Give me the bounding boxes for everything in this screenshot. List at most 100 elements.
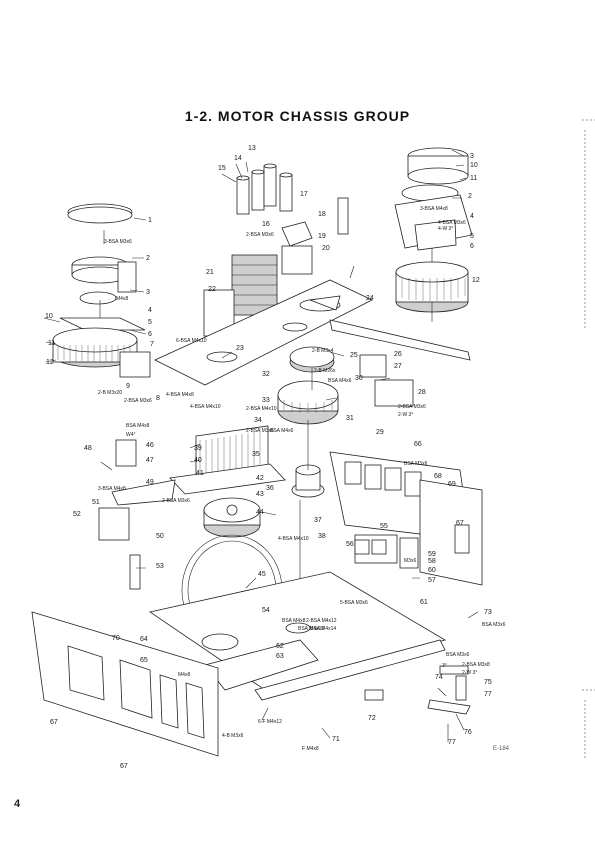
part-label: 10	[45, 313, 53, 320]
part-label: 66	[414, 441, 422, 448]
part-label: 70	[112, 635, 120, 642]
part-label: 35	[252, 451, 260, 458]
part-label: 19	[318, 233, 326, 240]
part-label: 65	[140, 657, 148, 664]
part-label: 24	[366, 295, 374, 302]
screw-label: 2-W 3°	[462, 670, 477, 676]
screw-label: 3-BSA M4x8	[98, 486, 126, 492]
screw-label: BSA M4x14	[310, 626, 336, 632]
part-label: 1	[148, 217, 152, 224]
part-label: 42	[256, 475, 264, 482]
part-label: 9	[126, 383, 130, 390]
screw-label: 2-BSA M3x6	[398, 404, 426, 410]
part-label: 7	[150, 341, 154, 348]
part-label: 68	[434, 473, 442, 480]
screw-label: 2-BSA M3x6	[162, 498, 190, 504]
part-label: 67	[120, 763, 128, 770]
screw-label: M4x8	[116, 296, 128, 302]
part-label: 63	[276, 653, 284, 660]
screw-label: M3x6	[404, 558, 416, 564]
figure-code: E-184	[493, 746, 510, 752]
part-label: 53	[156, 563, 164, 570]
part-label: 69	[448, 481, 456, 488]
part-label: 37	[314, 517, 322, 524]
part-label: 10	[470, 162, 478, 169]
front-panel	[31, 611, 219, 757]
part-label: 12	[472, 277, 480, 284]
screw-label: 4-BSA M3x6	[438, 220, 466, 226]
part-label: 54	[262, 607, 270, 614]
part-label: 73	[484, 609, 492, 616]
part-label: 55	[380, 523, 388, 530]
part-label: 30	[355, 375, 363, 382]
part-label: 77	[448, 739, 456, 746]
part-label: 5	[470, 233, 474, 240]
part-label: 45	[258, 571, 266, 578]
part-label: 46	[146, 442, 154, 449]
part-label: 16	[262, 221, 270, 228]
lower-right-parts	[427, 665, 471, 715]
part-label: 71	[332, 736, 340, 743]
screw-label: BSA M4x12	[298, 626, 324, 632]
screw-label: 2-B M3x20	[98, 390, 122, 396]
part-label: 5	[148, 319, 152, 326]
screw-label: 2-BSA M3x6	[246, 428, 274, 434]
screw-label: 2-BSA M3x6	[246, 232, 274, 238]
part-label: 39	[194, 445, 202, 452]
part-label: 6	[148, 331, 152, 338]
part-label: 12	[46, 359, 54, 366]
part-label: 38	[318, 533, 326, 540]
screw-label: BSA M3x6	[482, 622, 506, 628]
part-label: 25	[350, 352, 358, 359]
screw-label: 5-BSA M3x6	[340, 600, 368, 606]
bottom-base-plate	[149, 571, 447, 701]
screw-label: 2-BSA M4x12	[306, 618, 337, 624]
part-label: 23	[236, 345, 244, 352]
part-label: 56	[346, 541, 354, 548]
screw-label: M4x8	[178, 672, 190, 678]
part-label: 21	[206, 269, 214, 276]
screw-label: 4-BSA M4x8	[166, 392, 194, 398]
part-label: 67	[50, 719, 58, 726]
left-middle-assembly	[98, 425, 286, 646]
part-label: 26	[394, 351, 402, 358]
screw-label: 6-F M4x12	[258, 719, 282, 725]
page-number: 4	[14, 798, 21, 810]
pcb-relay-assembly	[329, 354, 483, 586]
part-label: 58	[428, 558, 436, 565]
screw-label: 4-BSA M4x10	[190, 404, 221, 410]
part-label: 4	[470, 213, 474, 220]
part-label: 11	[48, 340, 55, 347]
part-label: 27	[394, 363, 402, 370]
screw-label: BSA M4x6	[328, 378, 352, 384]
part-label: 72	[368, 715, 376, 722]
screw-label: BSA M3x6	[446, 652, 470, 658]
screw-label: 3-BSA M4x8	[420, 206, 448, 212]
part-label: 3	[470, 153, 474, 160]
part-number-labels: 1 2 3 4 5 6 7 8 9 10 11 12 13 14 15 16 1…	[45, 145, 492, 770]
screw-label: 2-BSA M3x6	[124, 398, 152, 404]
part-label: 20	[322, 245, 330, 252]
part-label: 51	[92, 499, 100, 506]
right-motor-assembly	[394, 147, 473, 322]
part-label: 32	[262, 371, 270, 378]
page-title: 1-2. MOTOR CHASSIS GROUP	[184, 108, 411, 124]
part-label: 57	[428, 577, 436, 584]
part-label: 28	[418, 389, 426, 396]
screw-label: 2-W 3°	[398, 412, 413, 418]
screw-label: 3°	[442, 663, 447, 669]
part-label: 48	[84, 445, 92, 452]
part-label: 36	[266, 485, 274, 492]
part-label: 74	[435, 674, 443, 681]
screw-label: 2-BSA M4x10	[246, 406, 277, 412]
fastener-callouts: 3-BSA M3x6 M4x8 2-B M3x20 4-BSA M4x8 2-B…	[98, 206, 506, 752]
screw-label: F M4x8	[302, 746, 319, 752]
screw-label: 4-B M3x6	[222, 733, 244, 739]
part-label: 47	[146, 457, 154, 464]
part-label: 18	[318, 211, 326, 218]
part-label: 62	[276, 643, 284, 650]
part-label: 8	[156, 395, 160, 402]
screw-label: BSA M4x8	[126, 423, 150, 429]
screw-label: 4-W 3°	[438, 226, 453, 232]
part-label: 64	[140, 636, 148, 643]
